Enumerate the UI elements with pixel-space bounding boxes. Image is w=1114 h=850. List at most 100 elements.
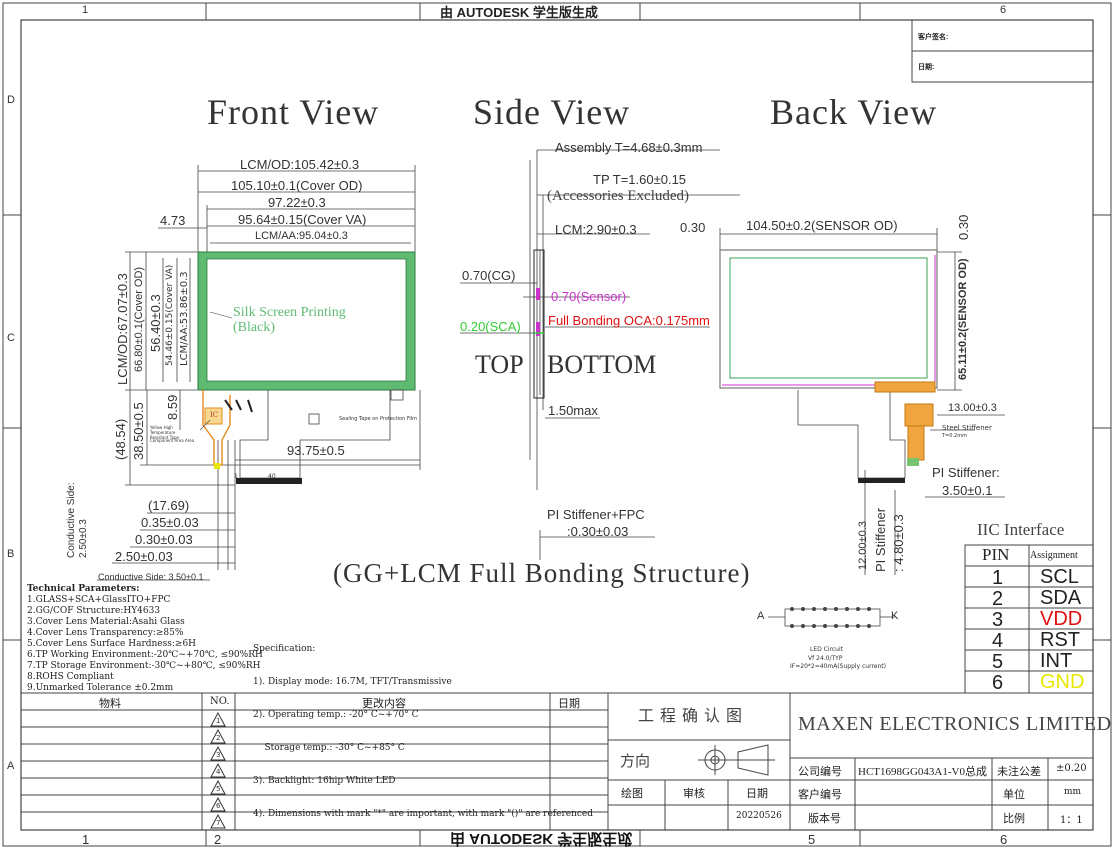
tech-param-6: 6.TP Working Environment:-20℃~+70℃, ≤90%… bbox=[27, 650, 263, 660]
side-bottom-label: BOTTOM bbox=[547, 350, 657, 379]
tb-customer-no-label: 客户编号 bbox=[798, 788, 842, 801]
tech-param-8: 8.ROHS Compliant bbox=[27, 672, 114, 682]
tb-date: 日期 bbox=[558, 697, 580, 710]
zone-bottom-6: 6 bbox=[1000, 832, 1008, 847]
zone-bottom-5: 5 bbox=[808, 832, 816, 847]
silk-screen-line2: (Black) bbox=[233, 320, 275, 335]
dim-acc-excluded: (Accessories Excluded) bbox=[547, 188, 690, 204]
dim-assembly-t: Assembly T=4.68±0.3mm bbox=[555, 140, 703, 155]
iic-pin-3: 3 bbox=[992, 609, 1004, 631]
tb-rev-1: 1 bbox=[216, 717, 221, 725]
dim-cond-side-v: Conductive Side: 2.50±0.3 bbox=[66, 482, 89, 558]
spec-4: 3). Backlight: 16hip White LED bbox=[253, 776, 396, 786]
dim-93-75: 93.75±0.5 bbox=[287, 443, 345, 458]
pi-stiffener-label: PI Stiffener: bbox=[932, 465, 1000, 480]
iic-pin-1: 1 bbox=[992, 567, 1004, 589]
dim-97-22: 97.22±0.3 bbox=[268, 195, 326, 210]
tb-tolerance: ±0.20 bbox=[1056, 763, 1087, 774]
tech-param-5: 5.Cover Lens Surface Hardness:≥6H bbox=[27, 639, 197, 649]
iic-name-6: GND bbox=[1040, 671, 1085, 693]
dim-lcm-aa-h: LCM/AA:53.86±0.3 bbox=[179, 271, 190, 366]
steel-stiffener-t: T=0.2mm bbox=[942, 433, 967, 439]
dim-12-00: 12.00±0.3 bbox=[857, 521, 869, 570]
customer-date-label: 日期: bbox=[918, 64, 935, 71]
iic-pin-2: 2 bbox=[992, 588, 1004, 610]
led-title: LED Circuit bbox=[810, 646, 843, 653]
dim-2-50: 2.50±0.03 bbox=[115, 549, 173, 564]
dim-tp-t: TP T=1.60±0.15 bbox=[593, 172, 687, 187]
title-block-frame bbox=[21, 692, 1093, 830]
tb-unit: mm bbox=[1064, 787, 1082, 797]
tech-param-3: 3.Cover Lens Material:Asahi Glass bbox=[27, 617, 185, 627]
zone-bottom-2: 2 bbox=[214, 832, 222, 847]
iic-name-5: INT bbox=[1040, 650, 1073, 672]
tb-company: MAXEN ELECTRONICS LIMITED bbox=[798, 713, 1112, 735]
fpc-pin-1: 1 bbox=[234, 473, 238, 480]
tb-company-no: HCT1698GG043A1-V0总成 bbox=[858, 766, 987, 778]
dim-sca: 0.20(SCA) bbox=[460, 319, 521, 334]
dim-56-40: 56.40±0.3 bbox=[148, 294, 163, 352]
dim-17-69: (17.69) bbox=[148, 498, 190, 513]
fpc-pin-40: 40 bbox=[268, 473, 276, 480]
tech-params: Technical Parameters: 1.GLASS+SCA+GlassI… bbox=[27, 584, 263, 694]
iic-head-pin: PIN bbox=[982, 545, 1010, 564]
top-banner: 由 AUTODESK 学生版生成 bbox=[440, 5, 598, 20]
dim-38-50: 38.50±0.5 bbox=[131, 402, 146, 460]
back-view-drawing bbox=[719, 228, 1005, 575]
customer-name-label: 客户签名: bbox=[918, 34, 949, 41]
zone-bottom-1: 1 bbox=[82, 832, 90, 847]
dim-lcm-od-w: LCM/OD:105.42±0.3 bbox=[240, 157, 360, 172]
tech-param-7: 7.TP Storage Environment:-30℃~+80℃, ≤90%… bbox=[27, 661, 261, 671]
spec-title: Specification: bbox=[253, 644, 316, 654]
pi-stiffener-v-value: : 4.80±0.3 bbox=[891, 514, 906, 572]
structure-title: (GG+LCM Full Bonding Structure) bbox=[333, 558, 751, 588]
tb-date-value: 20220526 bbox=[736, 811, 782, 821]
dim-4-73: 4.73 bbox=[160, 213, 186, 228]
dim-sensor: 0.70(Sensor) bbox=[551, 289, 627, 304]
tb-unit-label: 单位 bbox=[1003, 788, 1025, 801]
dim-0-35: 0.35±0.03 bbox=[141, 515, 199, 530]
steel-stiffener-label: Steel Stiffener bbox=[942, 424, 992, 432]
tb-tolerance-label: 未注公差 bbox=[997, 765, 1041, 778]
dim-back-top-0-30: 0.30 bbox=[956, 214, 971, 240]
dim-cover-od-h: 66.80±0.1(Cover OD) bbox=[133, 266, 145, 372]
dim-8-59: 8.59 bbox=[165, 394, 180, 420]
dim-lcm-t: LCM:2.90±0.3 bbox=[555, 222, 637, 237]
tb-rev-7: 7 bbox=[216, 819, 221, 827]
iic-pin-5: 5 bbox=[992, 651, 1004, 673]
led-vf: Vf 24.0/TYP bbox=[808, 655, 843, 662]
dim-oca: Full Bonding OCA:0.175mm bbox=[548, 313, 710, 328]
led-cathode: K bbox=[891, 610, 899, 622]
tech-param-4: 4.Cover Lens Transparency:≥85% bbox=[27, 628, 184, 638]
led-if: IF=20*2=40mA(Supply current) bbox=[790, 663, 886, 670]
led-anode: A bbox=[757, 610, 765, 622]
iic-title: IIC Interface bbox=[977, 520, 1065, 539]
tb-change: 更改内容 bbox=[362, 697, 406, 710]
pi-stiffener-value: 3.50±0.1 bbox=[942, 483, 993, 498]
pi-fpc-label: PI Stiffener+FPC bbox=[547, 507, 645, 522]
dim-0-30: 0.30±0.03 bbox=[135, 532, 193, 547]
tb-rev-4: 4 bbox=[216, 768, 221, 776]
tb-version-label: 版本号 bbox=[808, 812, 841, 825]
tb-scale-label: 比例 bbox=[1003, 812, 1025, 825]
dim-cover-va-w: 95.64±0.15(Cover VA) bbox=[238, 212, 367, 227]
dim-cover-va-h: 54.46±0.15(Cover VA) bbox=[165, 264, 175, 366]
dim-lcm-aa-w: LCM/AA:95.04±0.3 bbox=[255, 230, 348, 242]
side-view-title: Side View bbox=[473, 92, 631, 132]
dim-1-50max: 1.50max bbox=[548, 403, 598, 418]
iic-pin-4: 4 bbox=[992, 630, 1004, 652]
tb-material: 物料 bbox=[99, 697, 121, 710]
tb-review: 审核 bbox=[683, 787, 705, 800]
tb-rev-5: 5 bbox=[216, 785, 221, 793]
zone-left-c: C bbox=[7, 332, 15, 344]
spec-3: Storage temp.: -30° C~+85° C bbox=[253, 743, 405, 753]
tb-company-no-label: 公司编号 bbox=[798, 765, 842, 778]
dim-sensor-od-h: 65.11±0.2(SENSOR OD) bbox=[957, 258, 969, 380]
component-area-label: Component Area Area bbox=[150, 438, 195, 443]
iic-pin-6: 6 bbox=[992, 672, 1004, 694]
tb-confirm: 工程确认图 bbox=[638, 706, 749, 725]
spec-5: 4). Dimensions with mark "*" are importa… bbox=[253, 809, 594, 819]
bottom-banner: 由 AUTODESK 学生版生成 bbox=[450, 830, 633, 847]
side-top-label: TOP bbox=[475, 350, 524, 379]
